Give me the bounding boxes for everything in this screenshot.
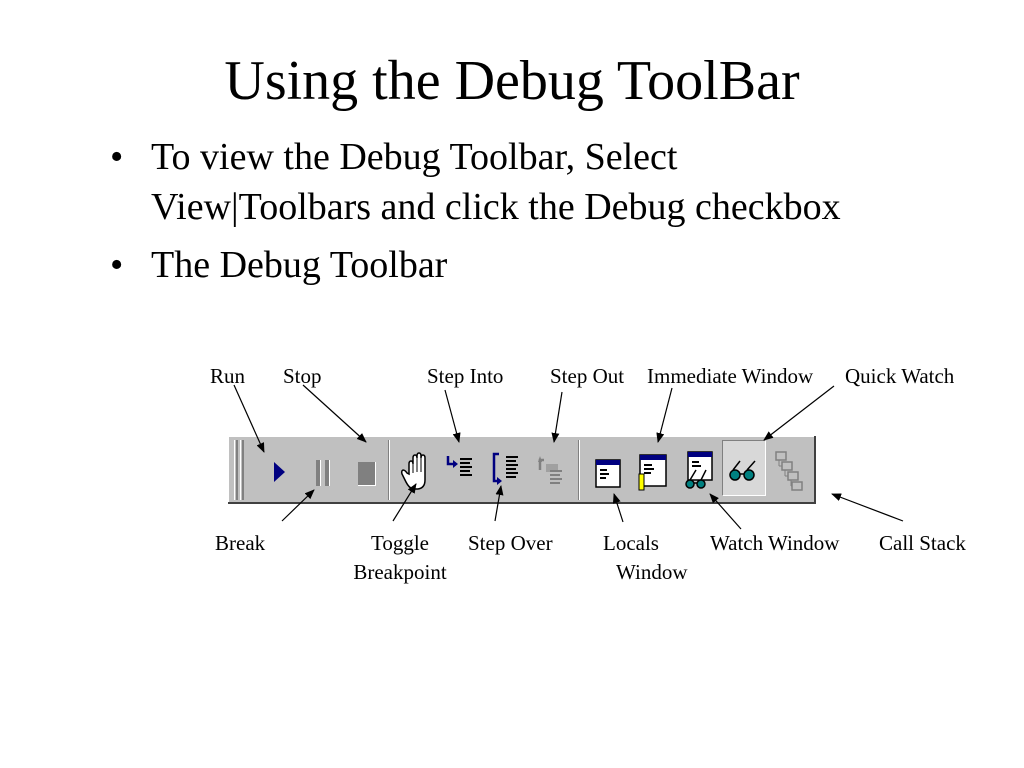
- arrow-step-into: [444, 389, 461, 443]
- step-into-button[interactable]: [438, 440, 482, 496]
- immediate-window-icon: [638, 454, 667, 491]
- toolbar-separator: [578, 440, 580, 500]
- break-button[interactable]: [302, 440, 346, 496]
- step-over-button[interactable]: [484, 440, 528, 496]
- locals-window-icon: [595, 459, 621, 488]
- label-toggle-breakpoint: Toggle Breakpoint: [340, 529, 460, 587]
- label-immediate-window: Immediate Window: [647, 364, 814, 388]
- arrow-run: [233, 384, 265, 453]
- label-step-out: Step Out: [550, 364, 625, 388]
- bullet-marker: •: [110, 136, 124, 178]
- label-step-over: Step Over: [468, 531, 553, 555]
- label-watch-window: Watch Window: [710, 531, 840, 555]
- step-into-icon: [446, 456, 472, 476]
- step-out-icon: [538, 456, 562, 484]
- bullet-list: • To view the Debug Toolbar, Select View…: [110, 132, 870, 290]
- call-stack-button[interactable]: [768, 440, 812, 496]
- arrow-quick-watch: [763, 385, 835, 441]
- toolbar-grip[interactable]: [233, 440, 247, 500]
- label-locals-window-line2: Window: [616, 560, 688, 584]
- watch-window-icon: [685, 451, 713, 489]
- debug-toolbar: [228, 436, 816, 504]
- toolbar-separator: [388, 440, 390, 500]
- label-toggle-breakpoint-line2: Breakpoint: [353, 560, 447, 584]
- bullet-marker: •: [110, 244, 124, 286]
- step-out-button[interactable]: [528, 440, 572, 496]
- label-step-into: Step Into: [427, 364, 504, 388]
- arrow-step-out: [551, 391, 563, 443]
- pause-icon: [316, 460, 330, 486]
- label-locals-window-line1: Locals: [603, 531, 659, 555]
- arrow-step-over: [494, 485, 504, 522]
- stop-icon: [358, 462, 376, 486]
- step-over-icon: [492, 452, 518, 485]
- label-stop: Stop: [283, 364, 322, 388]
- label-break: Break: [215, 531, 266, 555]
- arrow-immediate-window: [656, 387, 673, 443]
- glasses-icon: [729, 460, 756, 481]
- slide-title: Using the Debug ToolBar: [224, 50, 800, 112]
- arrow-break: [281, 489, 315, 522]
- label-quick-watch: Quick Watch: [845, 364, 955, 388]
- run-button[interactable]: [258, 440, 302, 496]
- label-call-stack: Call Stack: [879, 531, 966, 555]
- immediate-window-button[interactable]: [630, 440, 674, 496]
- quick-watch-button[interactable]: [722, 440, 766, 496]
- label-locals-window: Locals Window: [598, 529, 710, 587]
- bullet-text: To view the Debug Toolbar, Select View|T…: [151, 136, 841, 228]
- play-icon: [274, 462, 285, 482]
- label-run: Run: [210, 364, 246, 388]
- call-stack-icon: [775, 451, 803, 491]
- arrow-toggle-breakpoint: [392, 483, 417, 522]
- arrow-stop: [302, 384, 367, 443]
- toggle-breakpoint-button[interactable]: [394, 440, 438, 496]
- label-toggle-breakpoint-line1: Toggle: [370, 531, 430, 555]
- bullet-item: • The Debug Toolbar: [110, 240, 870, 290]
- hand-icon: [400, 452, 426, 490]
- bullet-item: • To view the Debug Toolbar, Select View…: [110, 132, 870, 232]
- locals-window-button[interactable]: [586, 440, 630, 496]
- bullet-text: The Debug Toolbar: [151, 244, 448, 286]
- stop-button[interactable]: [346, 440, 390, 496]
- arrow-watch-window: [709, 493, 742, 530]
- arrow-locals-window: [612, 493, 624, 523]
- watch-window-button[interactable]: [676, 440, 720, 496]
- arrow-call-stack: [831, 493, 904, 522]
